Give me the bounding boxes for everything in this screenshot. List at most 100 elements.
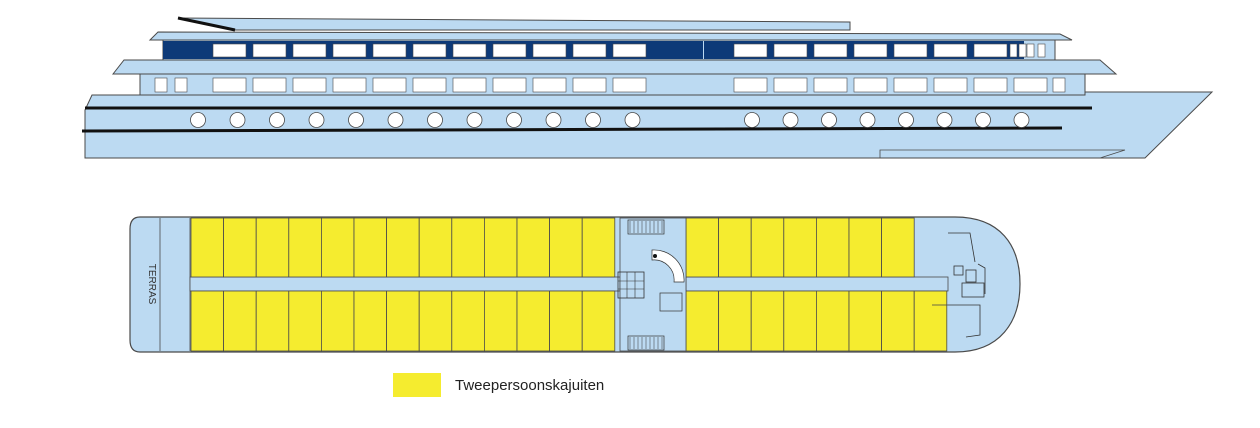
window [572,43,607,58]
porthole [821,112,837,128]
double-cabin [750,290,785,352]
double-cabin [848,217,882,278]
window [292,43,327,58]
double-cabin [386,290,420,352]
sun-deck-canopy [177,17,851,31]
bow-room [948,232,986,338]
double-cabin [320,217,355,278]
window [532,77,567,93]
window [612,43,647,58]
window [212,77,247,93]
window [612,77,647,93]
double-cabin [685,217,719,278]
window [372,77,407,93]
double-cabin [353,217,387,278]
upper-deck-roof [148,31,1073,41]
porthole [545,112,562,128]
double-cabin [353,290,387,352]
window [492,77,527,93]
porthole [348,112,364,128]
double-cabin [718,290,752,352]
porthole [585,112,601,128]
window [973,43,1008,58]
porthole [190,112,206,128]
double-cabin [483,290,518,352]
double-cabin [881,217,915,278]
double-cabin [516,290,550,352]
window [174,77,188,93]
window [154,77,168,93]
porthole [782,112,799,128]
porthole [898,112,914,128]
corridor [685,276,949,292]
double-cabin [718,217,752,278]
window [252,43,287,58]
double-cabin [190,217,224,278]
double-cabin [255,290,290,352]
window [733,77,768,93]
double-cabin [549,290,583,352]
window [813,77,848,93]
window [853,77,888,93]
porthole [744,112,760,128]
double-cabin [848,290,882,352]
double-cabin [451,217,485,278]
double-cabin [418,290,453,352]
double-cabin [255,217,290,278]
window [412,43,447,58]
double-cabin [451,290,485,352]
double-cabin [483,217,518,278]
elevator [617,271,645,299]
window [773,43,808,58]
double-cabin [223,217,257,278]
window [933,43,968,58]
porthole [427,112,443,128]
legend: Tweepersoonskajuiten [393,372,604,398]
double-cabin [190,290,224,352]
window [1018,43,1027,58]
corridor [189,276,621,292]
double-cabin [685,290,719,352]
window [733,43,768,58]
double-cabin [783,290,817,352]
double-cabin [913,290,948,352]
double-cabin [386,217,420,278]
window [1009,43,1018,58]
window [252,77,287,93]
porthole [308,112,325,128]
window [1037,43,1046,58]
legend-label-double-cabin: Tweepersoonskajuiten [455,376,605,394]
porthole [269,112,285,128]
window [853,43,888,58]
middle-deck-roof [111,59,1118,75]
window [773,77,808,93]
window [893,77,928,93]
terrace-label: TERRAS [146,264,157,305]
double-cabin [418,217,453,278]
porthole [506,112,522,128]
double-cabin [881,290,915,352]
stairs-top [627,219,665,235]
double-cabin [581,217,616,278]
double-cabin [549,217,583,278]
window [452,43,487,58]
double-cabin [223,290,257,352]
porthole [1013,112,1030,128]
hull [84,91,1214,159]
window [332,43,367,58]
window [893,43,928,58]
double-cabin [581,290,616,352]
double-cabin [288,217,322,278]
double-cabin [320,290,355,352]
spiral-staircase [651,249,685,283]
double-cabin [516,217,550,278]
stairs-bottom [627,335,665,351]
window [412,77,447,93]
porthole [975,112,991,128]
double-cabin [816,217,850,278]
window [813,43,848,58]
window [933,77,968,93]
double-cabin [750,217,785,278]
porthole [466,112,483,128]
